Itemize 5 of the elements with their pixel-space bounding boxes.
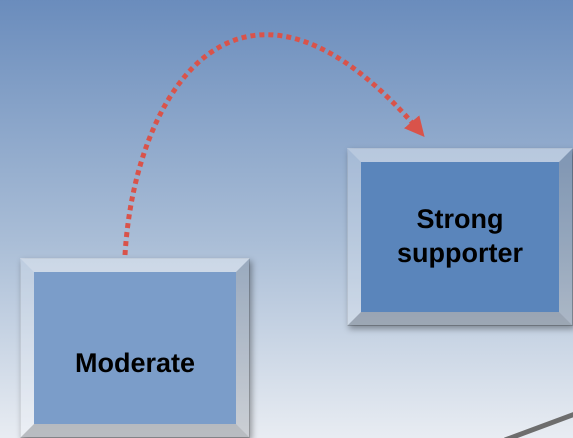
dotted-arrow — [122, 32, 425, 256]
beveled-box — [347, 148, 573, 326]
beveled-box — [20, 258, 250, 438]
box-label: Moderate — [74, 347, 196, 380]
box-label: Strong supporter — [396, 203, 524, 270]
